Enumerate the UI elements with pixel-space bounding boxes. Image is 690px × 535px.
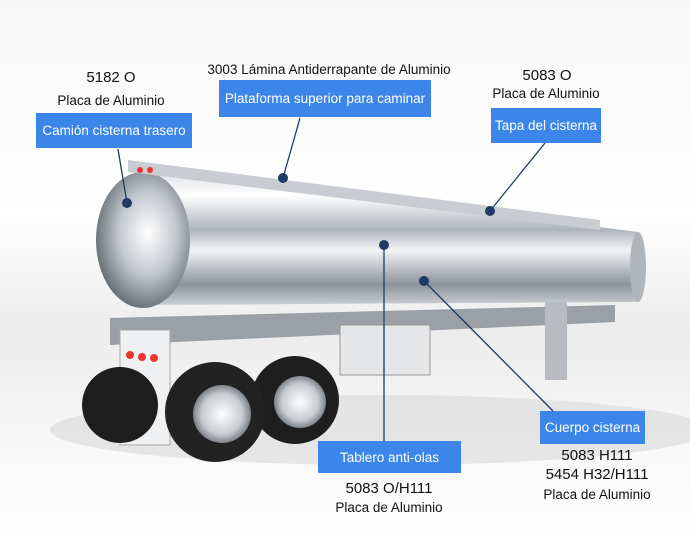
tank-front-end [630,232,646,302]
baffle-grade: 5083 O/H111 [345,480,433,497]
rear-material: Placa de Aluminio [57,93,165,108]
leader-lines [117,117,554,441]
wheel-rim [193,385,251,443]
top-walkway [128,160,600,230]
rear-label: Camión cisterna trasero [36,113,192,148]
walkway-grade: 3003 Lámina Antiderrapante de Aluminio [207,62,451,77]
tail-lights [126,167,158,362]
tank-body [143,168,638,305]
baffle-material: Placa de Aluminio [335,500,443,515]
rear-grade: 5182 O [86,69,136,86]
cover-grade: 5083 O [522,67,572,84]
wheel [82,367,158,443]
body-label: Cuerpo cisterna [540,411,645,444]
cover-label: Tapa del cisterna [491,108,601,143]
body-grade-1: 5083 H111 [561,447,633,464]
cover-material: Placa de Aluminio [492,86,600,101]
wheel-rim [274,376,326,428]
marker-dots [122,173,495,286]
cabinet [339,324,431,376]
baffle-label: Tablero anti-olas [318,441,461,473]
landing-gear [545,300,567,380]
body-material: Placa de Aluminio [543,487,651,502]
tank-rear-end [96,172,190,308]
body-grade-2: 5454 H32/H111 [545,466,649,483]
walkway-label: Plataforma superior para caminar [219,80,431,117]
